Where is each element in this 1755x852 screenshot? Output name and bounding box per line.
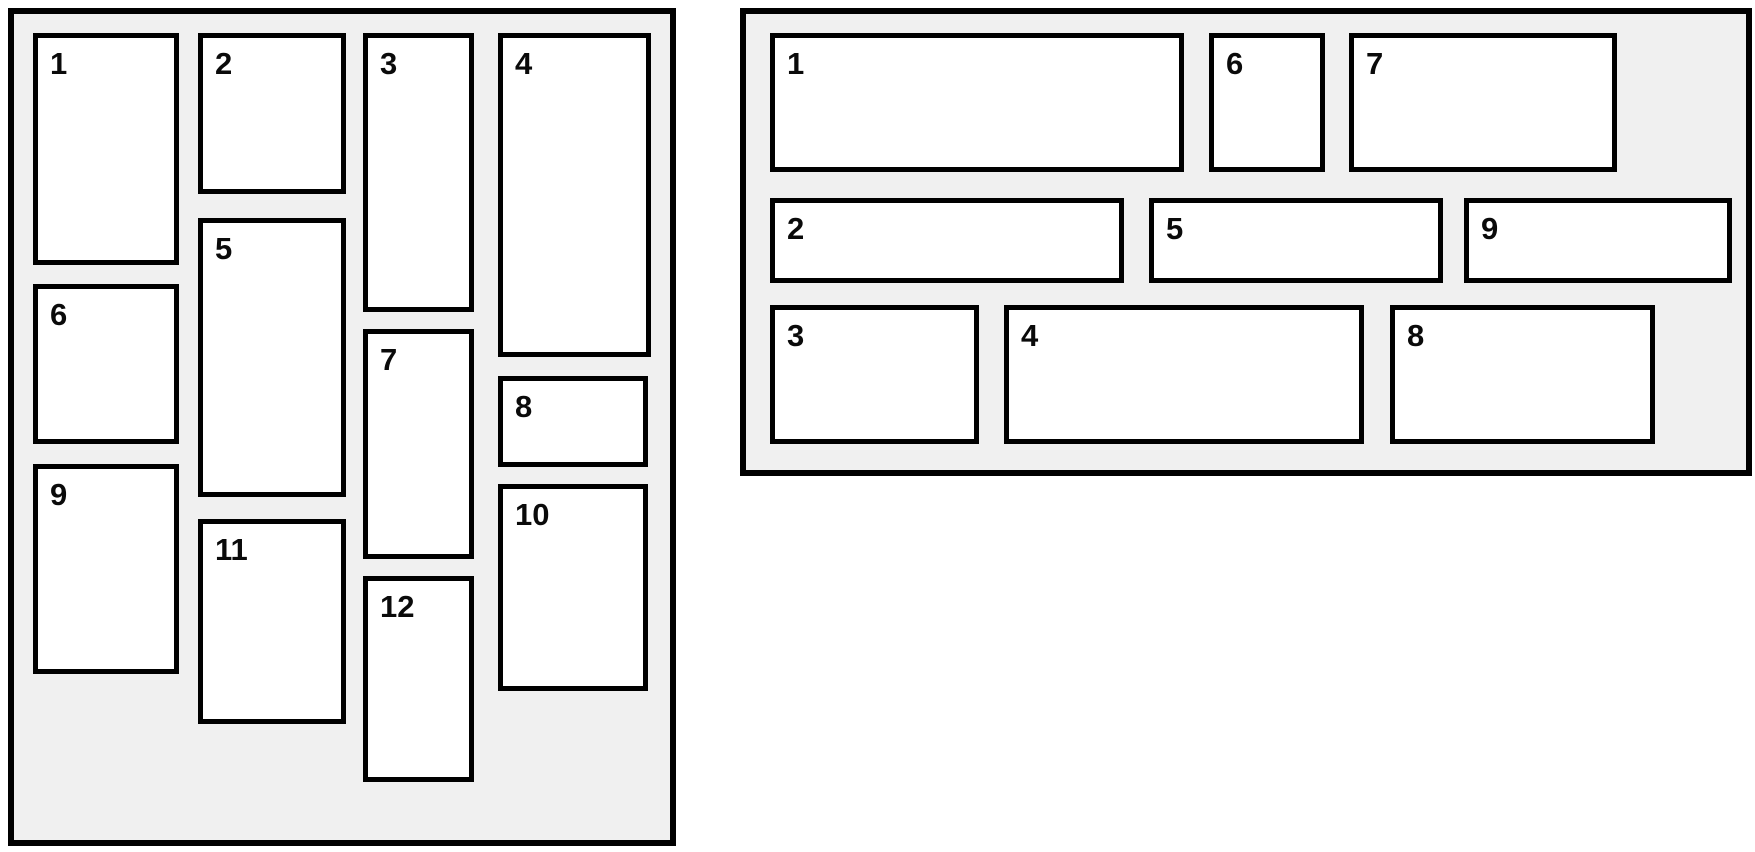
masonry-item-label: 2 xyxy=(215,46,233,81)
masonry-item-label: 4 xyxy=(1021,318,1039,353)
masonry-item-label: 4 xyxy=(515,46,533,81)
masonry-item-label: 9 xyxy=(1481,211,1499,246)
masonry-item: 4 xyxy=(498,33,651,357)
vertical-masonry-panel: 1 2 3 4 5 6 7 8 9 10 11 12 xyxy=(8,8,676,846)
masonry-item: 5 xyxy=(198,218,346,497)
masonry-item: 11 xyxy=(198,519,346,724)
masonry-item-label: 1 xyxy=(787,46,805,81)
masonry-item-label: 8 xyxy=(1407,318,1425,353)
masonry-item-label: 7 xyxy=(1366,46,1384,81)
masonry-item: 8 xyxy=(498,376,648,467)
masonry-item-label: 7 xyxy=(380,342,398,377)
masonry-item-label: 11 xyxy=(215,532,248,567)
masonry-item-label: 5 xyxy=(215,231,233,266)
masonry-item: 1 xyxy=(33,33,179,265)
masonry-item-label: 9 xyxy=(50,477,68,512)
masonry-item: 4 xyxy=(1004,305,1364,444)
masonry-item-label: 6 xyxy=(1226,46,1244,81)
masonry-item: 6 xyxy=(1209,33,1325,172)
masonry-item: 7 xyxy=(363,329,474,559)
masonry-item-label: 2 xyxy=(787,211,805,246)
masonry-item: 5 xyxy=(1149,198,1443,283)
masonry-item: 2 xyxy=(770,198,1124,283)
masonry-item: 8 xyxy=(1390,305,1655,444)
masonry-item-label: 12 xyxy=(380,589,415,624)
masonry-item: 9 xyxy=(33,464,179,674)
masonry-item: 9 xyxy=(1464,198,1732,283)
masonry-item-label: 8 xyxy=(515,389,533,424)
masonry-item: 10 xyxy=(498,484,648,691)
masonry-item-label: 3 xyxy=(380,46,398,81)
masonry-item-label: 5 xyxy=(1166,211,1184,246)
masonry-item-label: 6 xyxy=(50,297,68,332)
masonry-item: 3 xyxy=(770,305,979,444)
masonry-item: 6 xyxy=(33,284,179,444)
masonry-item-label: 10 xyxy=(515,497,550,532)
masonry-item: 3 xyxy=(363,33,474,312)
masonry-item: 12 xyxy=(363,576,474,782)
masonry-item-label: 1 xyxy=(50,46,68,81)
masonry-item-label: 3 xyxy=(787,318,805,353)
masonry-item: 2 xyxy=(198,33,346,194)
masonry-item: 7 xyxy=(1349,33,1617,172)
masonry-item: 1 xyxy=(770,33,1184,172)
horizontal-masonry-panel: 1 2 3 4 5 6 7 8 9 xyxy=(740,8,1752,476)
